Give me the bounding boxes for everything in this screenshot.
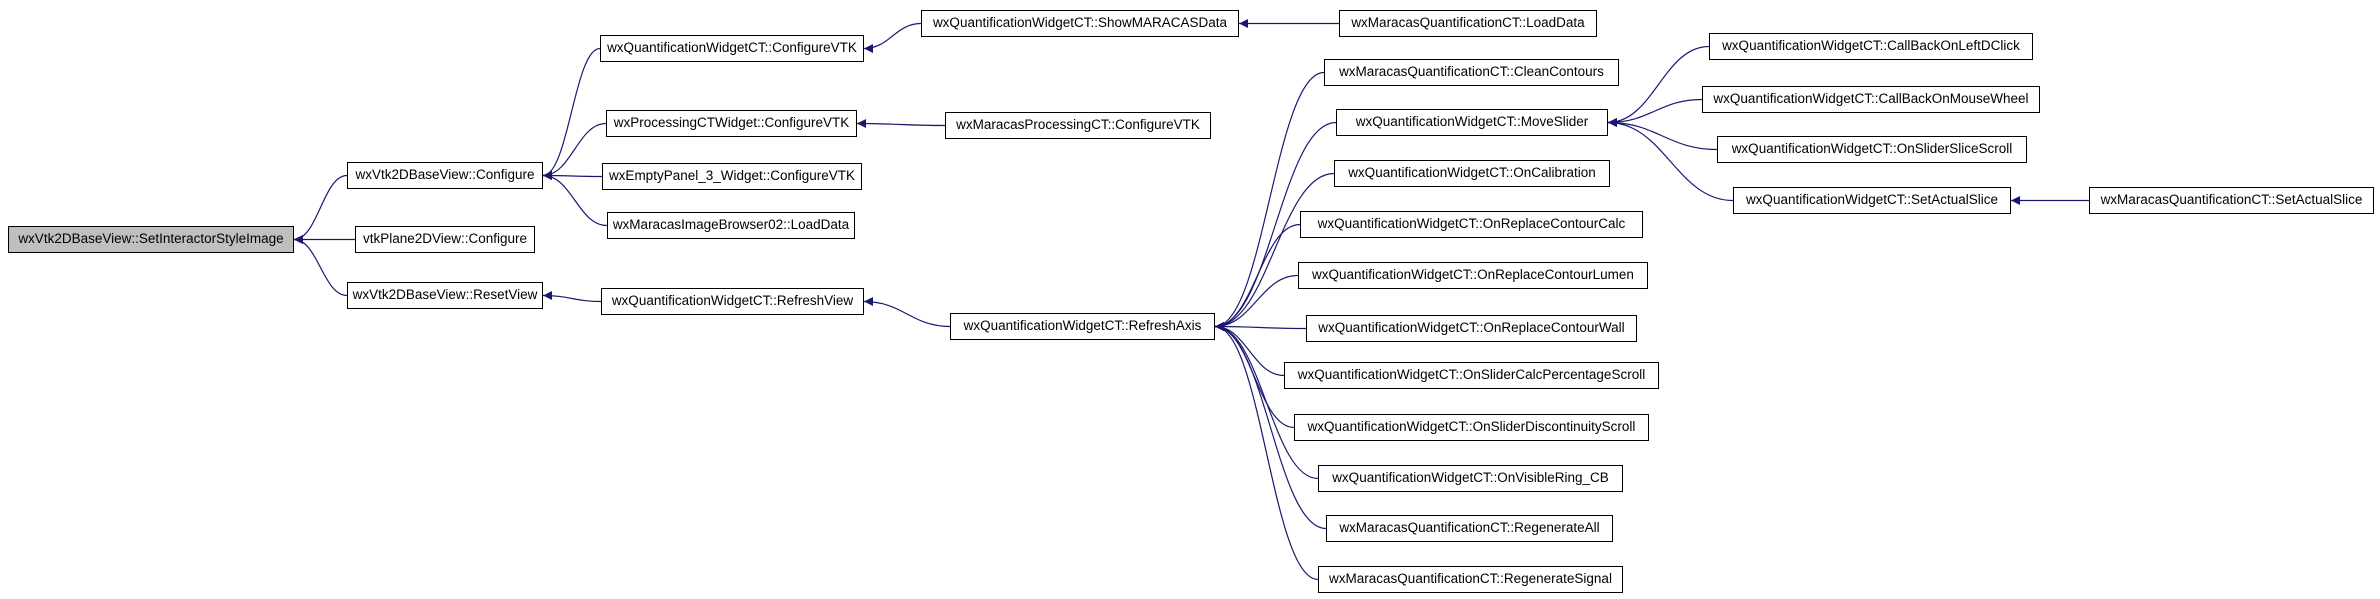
- call-edge: [1607, 98, 1703, 127]
- call-edge: [1607, 118, 1718, 151]
- caller-node[interactable]: wxQuantificationWidgetCT::OnVisibleRing_…: [1318, 465, 1623, 492]
- caller-node[interactable]: wxQuantificationWidgetCT::OnSliderCalcPe…: [1284, 362, 1659, 389]
- caller-node[interactable]: wxEmptyPanel_3_Widget::ConfigureVTK: [602, 163, 862, 190]
- call-edge: [863, 297, 951, 328]
- caller-node[interactable]: wxQuantificationWidgetCT::CallBackOnLeft…: [1709, 33, 2033, 60]
- call-edge: [856, 119, 946, 129]
- call-edge: [1214, 322, 1285, 377]
- caller-node[interactable]: wxQuantificationWidgetCT::ConfigureVTK: [600, 35, 864, 62]
- caller-node[interactable]: wxMaracasProcessingCT::ConfigureVTK: [945, 112, 1211, 139]
- caller-node[interactable]: wxQuantificationWidgetCT::SetActualSlice: [1733, 187, 2011, 214]
- caller-node[interactable]: vtkPlane2DView::Configure: [355, 226, 535, 253]
- call-edge: [293, 235, 348, 297]
- call-edge: [542, 47, 601, 180]
- caller-node[interactable]: wxVtk2DBaseView::Configure: [347, 162, 543, 189]
- call-edge: [293, 174, 348, 244]
- caller-node[interactable]: wxQuantificationWidgetCT::OnReplaceConto…: [1300, 211, 1643, 238]
- call-edge: [1607, 45, 1710, 127]
- caller-node[interactable]: wxQuantificationWidgetCT::ShowMARACASDat…: [921, 10, 1239, 37]
- call-edge: [1214, 322, 1307, 332]
- call-edge: [1214, 71, 1325, 331]
- caller-node[interactable]: wxQuantificationWidgetCT::OnReplaceConto…: [1306, 315, 1637, 342]
- call-edge: [1214, 274, 1299, 331]
- call-edge: [542, 122, 607, 180]
- caller-node[interactable]: wxQuantificationWidgetCT::MoveSlider: [1336, 109, 1608, 136]
- caller-node[interactable]: wxMaracasImageBrowser02::LoadData: [607, 212, 855, 239]
- call-edge: [1214, 223, 1301, 331]
- caller-node[interactable]: wxQuantificationWidgetCT::OnReplaceConto…: [1298, 262, 1648, 289]
- caller-node[interactable]: wxQuantificationWidgetCT::OnCalibration: [1334, 160, 1610, 187]
- caller-node[interactable]: wxMaracasQuantificationCT::LoadData: [1339, 10, 1597, 37]
- call-edge: [863, 22, 922, 53]
- caller-node[interactable]: wxMaracasQuantificationCT::CleanContours: [1324, 59, 1619, 86]
- call-edge: [1214, 322, 1319, 581]
- call-edge: [1214, 322, 1319, 480]
- caller-node[interactable]: wxQuantificationWidgetCT::OnSliderSliceS…: [1717, 136, 2027, 163]
- caller-node[interactable]: wxVtk2DBaseView::ResetView: [347, 282, 543, 309]
- caller-node[interactable]: wxMaracasQuantificationCT::RegenerateAll: [1326, 515, 1613, 542]
- caller-node[interactable]: wxQuantificationWidgetCT::RefreshAxis: [950, 313, 1215, 340]
- caller-node[interactable]: wxQuantificationWidgetCT::OnSliderDiscon…: [1294, 414, 1649, 441]
- caller-node[interactable]: wxProcessingCTWidget::ConfigureVTK: [606, 110, 857, 137]
- call-edge: [1214, 322, 1327, 530]
- caller-node[interactable]: wxQuantificationWidgetCT::CallBackOnMous…: [1702, 86, 2040, 113]
- call-edge: [1607, 118, 1734, 202]
- call-edge: [542, 171, 603, 181]
- call-edge: [542, 171, 608, 227]
- caller-node[interactable]: wxQuantificationWidgetCT::RefreshView: [601, 288, 864, 315]
- caller-node[interactable]: wxMaracasQuantificationCT::RegenerateSig…: [1318, 566, 1623, 593]
- call-edge: [1214, 172, 1335, 331]
- caller-node[interactable]: wxMaracasQuantificationCT::SetActualSlic…: [2089, 187, 2374, 214]
- root-function-node[interactable]: wxVtk2DBaseView::SetInteractorStyleImage: [8, 226, 294, 253]
- call-edge: [542, 291, 602, 303]
